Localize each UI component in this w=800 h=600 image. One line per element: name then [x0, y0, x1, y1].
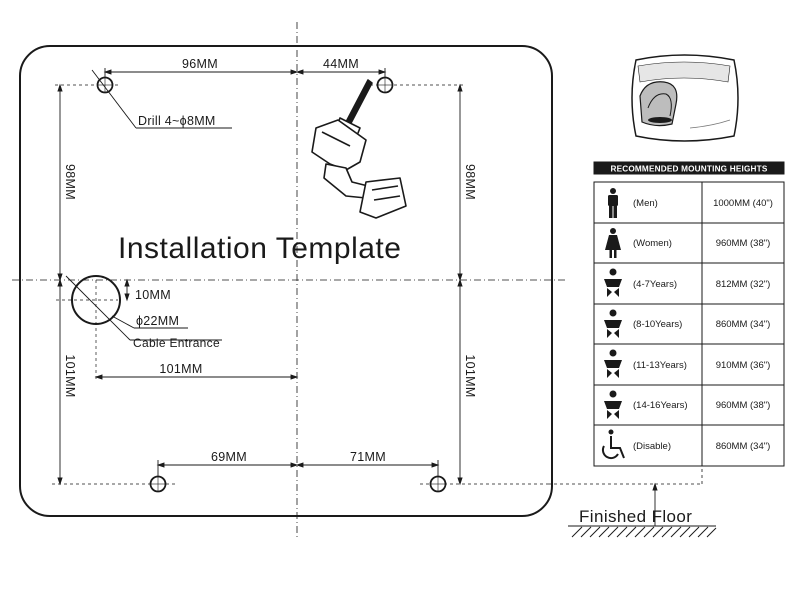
row-label: (Women) [633, 238, 672, 249]
child-icon [604, 309, 622, 338]
table-header: RECOMMENDED MOUNTING HEIGHTS [610, 165, 767, 174]
row-value: 1000MM (40") [713, 198, 773, 209]
row-label: (Disable) [633, 441, 671, 452]
drill-icon [311, 79, 407, 219]
dim-top-left: 96MM [182, 57, 218, 71]
row-value: 910MM (36") [716, 360, 771, 371]
dim-left-upper: 98MM [63, 164, 77, 200]
row-label: (8-10Years) [633, 319, 682, 330]
mounting-heights-table: RECOMMENDED MOUNTING HEIGHTS [593, 161, 785, 467]
dim-cable-diameter: ϕ22MM [136, 314, 179, 328]
man-icon [608, 188, 618, 218]
row-label: (11-13Years) [633, 360, 687, 371]
child-icon [604, 268, 622, 297]
row-label: (Men) [633, 198, 658, 209]
row-label: (14-16Years) [633, 400, 688, 411]
dim-right-lower: 101MM [463, 354, 477, 397]
woman-icon [605, 228, 621, 258]
wheelchair-icon [601, 429, 625, 460]
row-value: 860MM (34") [716, 319, 771, 330]
row-value: 960MM (38") [716, 238, 771, 249]
drill-note: Drill 4~ϕ8MM [138, 114, 216, 128]
row-label: (4-7Years) [633, 279, 677, 290]
dim-top-right: 44MM [323, 57, 359, 71]
template-title: Installation Template [118, 232, 401, 265]
dim-cable-offset: 10MM [135, 288, 171, 302]
cable-entrance-hole [71, 275, 121, 325]
row-value: 860MM (34") [716, 441, 771, 452]
dim-cable-horizontal: 101MM [159, 362, 202, 376]
hand-dryer-illustration [631, 54, 739, 142]
dimension-lines [57, 68, 463, 486]
floor-hatch [568, 525, 717, 538]
dim-bottom-right: 71MM [350, 450, 386, 464]
dim-bottom-left: 69MM [211, 450, 247, 464]
row-value: 812MM (32") [716, 279, 771, 290]
child-icon [604, 349, 622, 378]
dim-left-lower: 101MM [63, 354, 77, 397]
template-board [19, 45, 553, 517]
child-icon [604, 390, 622, 419]
finished-floor-label: Finished Floor [579, 507, 692, 526]
row-value: 960MM (38") [716, 400, 771, 411]
table-header-bg [593, 161, 785, 175]
dim-right-upper: 98MM [463, 164, 477, 200]
cable-entrance-note: Cable Entrance [133, 336, 220, 350]
